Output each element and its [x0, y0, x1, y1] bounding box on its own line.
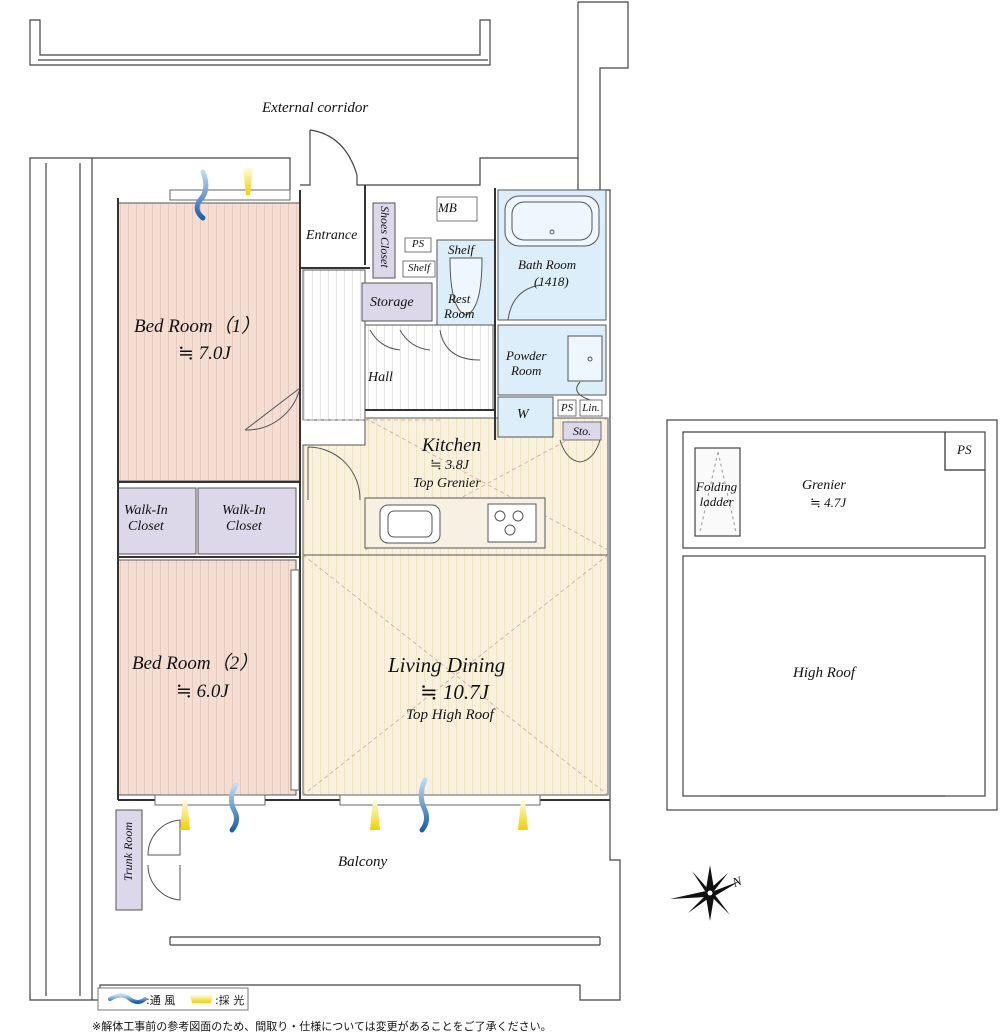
- hall-label: Hall: [368, 370, 393, 385]
- bath-room-size: (1418): [534, 274, 569, 289]
- kitchen-size: ≒ 3.8J: [430, 458, 469, 473]
- trunk-room-area: [115, 809, 143, 911]
- hall-floor: [302, 269, 366, 421]
- living-sub: Top High Roof: [406, 707, 494, 723]
- balcony-label: Balcony: [338, 854, 388, 870]
- bedroom-2-floor: [117, 559, 297, 796]
- external-corridor-label: External corridor: [262, 100, 369, 116]
- legend-icons: [97, 987, 249, 1011]
- bath-room-label: Bath Room: [518, 257, 577, 272]
- bedroom-2-size: ≒ 6.0J: [176, 681, 229, 702]
- grenier-name: Grenier: [802, 478, 846, 493]
- powder-room-label: Powder Room: [506, 348, 547, 378]
- shoes-closet-label: Shoes Closet: [378, 206, 392, 268]
- bedroom-1-size: ≒ 7.0J: [178, 343, 231, 364]
- storage-label: Storage: [370, 295, 414, 310]
- walk-in-closet-2-label: Walk-In Closet: [222, 503, 266, 535]
- folding-ladder-label: Folding ladder: [696, 479, 738, 509]
- washer-area: [497, 396, 554, 438]
- washer-label: W: [517, 407, 529, 422]
- disclaimer-note: ※解体工事前の参考図面のため、間取り・仕様については変更があることをご了承くださ…: [92, 1020, 552, 1033]
- compass-icon: [670, 865, 740, 921]
- bedroom-1-floor: [117, 202, 301, 482]
- grenier-size: ≒ 4.7J: [810, 495, 847, 510]
- living-name: Living Dining: [388, 653, 506, 677]
- walk-in-closet-1-label: Walk-In Closet: [124, 503, 168, 535]
- legend-lighting: :採 光: [215, 994, 245, 1007]
- linen-label: Lin.: [582, 402, 600, 414]
- trunk-room-label: Trunk Room: [121, 822, 135, 882]
- kitchen-sub: Top Grenier: [413, 476, 481, 491]
- legend-ventilation: :通 風: [146, 994, 176, 1007]
- ventilation-marks: [194, 169, 430, 833]
- walk-in-closet-1: [117, 487, 197, 555]
- kitchen-name: Kitchen: [422, 435, 482, 456]
- living-size: ≒ 10.7J: [420, 680, 489, 704]
- walk-in-closet-2: [197, 487, 297, 555]
- entrance-label: Entrance: [306, 228, 358, 243]
- shelf-label-right: Shelf: [448, 242, 474, 257]
- grenier-outline: [666, 419, 998, 811]
- shelf-label-left: Shelf: [408, 262, 430, 274]
- high-roof-label: High Roof: [793, 665, 856, 681]
- mb-label: MB: [438, 200, 457, 215]
- bedroom-2-name: Bed Room（2）: [132, 653, 259, 674]
- ps-label-3: PS: [957, 442, 972, 457]
- ps-label-1: PS: [411, 238, 425, 250]
- bedroom-1-name: Bed Room（1）: [134, 316, 261, 337]
- storage-area: [361, 282, 433, 322]
- rest-room-label: Rest Room: [444, 291, 475, 321]
- lighting-marks: [180, 168, 528, 830]
- storage-small-label: Sto.: [572, 424, 592, 438]
- ps-label-2: PS: [560, 402, 574, 414]
- shoes-closet-area: [372, 202, 396, 279]
